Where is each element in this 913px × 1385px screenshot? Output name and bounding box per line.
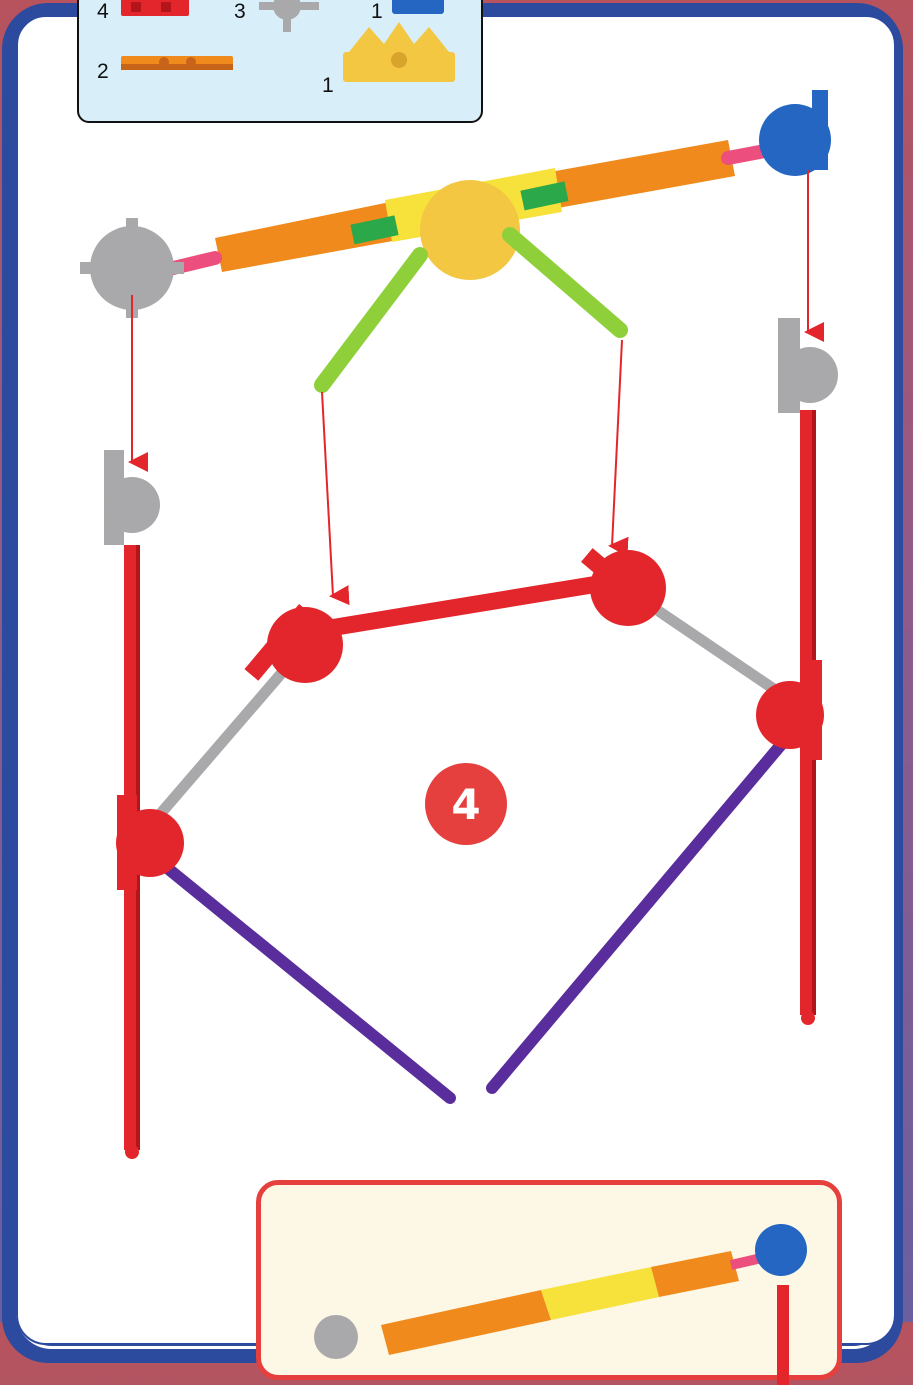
preview-box bbox=[256, 1180, 842, 1380]
red-connector bbox=[244, 604, 343, 683]
purple-rod-right bbox=[492, 740, 785, 1088]
gray-connector-right-pole bbox=[778, 318, 838, 413]
guide-arrow bbox=[612, 340, 622, 546]
blue-connector-top-right bbox=[759, 90, 831, 176]
purple-rod-left bbox=[155, 858, 450, 1098]
red-rod-top bbox=[330, 582, 610, 628]
guide-arrow bbox=[322, 392, 333, 596]
preview-drawing bbox=[261, 1185, 847, 1385]
step-number-badge: 4 bbox=[425, 763, 507, 845]
orange-rod-right bbox=[550, 140, 735, 208]
lime-rod-left bbox=[322, 255, 420, 385]
step-number: 4 bbox=[451, 780, 480, 829]
lime-rod-right bbox=[510, 235, 620, 330]
red-connector bbox=[581, 548, 666, 626]
gray-rod-left bbox=[155, 675, 280, 820]
model-drawing bbox=[0, 0, 913, 1322]
gray-connector-left-pole bbox=[104, 450, 160, 545]
gray-rod-right bbox=[660, 612, 790, 700]
red-connector bbox=[756, 660, 824, 760]
